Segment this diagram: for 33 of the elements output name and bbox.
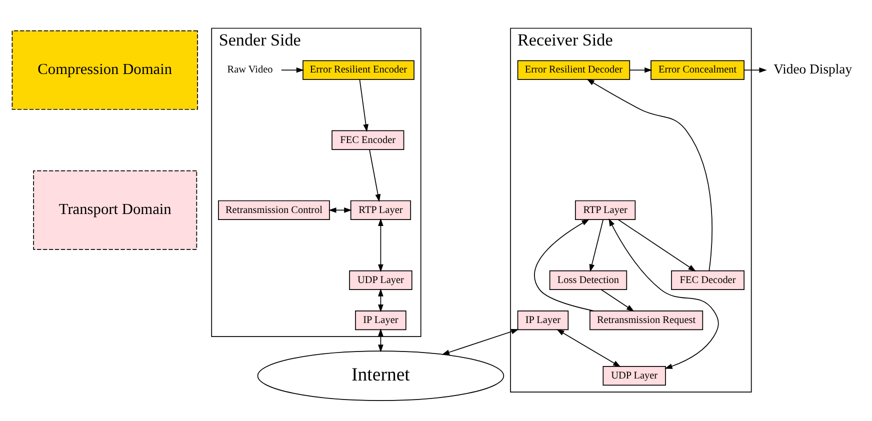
node-box: FEC Encoder: [332, 130, 404, 150]
node-box: Retransmission Request: [590, 310, 704, 330]
node-box: Transport Domain: [33, 170, 198, 250]
arrow: [534, 218, 594, 311]
node-box: UDP Layer: [602, 366, 666, 386]
node-text: Video Display: [774, 60, 852, 76]
arrow: [629, 66, 652, 72]
arrow: [608, 218, 719, 368]
arrow: [442, 328, 519, 354]
arrow: [589, 218, 604, 272]
node-box: Error Resilient Decoder: [517, 60, 630, 80]
node-box: Retransmission Control: [218, 200, 330, 220]
arrow: [556, 328, 621, 366]
arrow: [744, 66, 767, 72]
node-box: Error Resilient Encoder: [302, 60, 414, 80]
arrow: [586, 78, 712, 270]
node-box: Error Concealment: [650, 60, 744, 80]
node-text: Raw Video: [227, 64, 273, 76]
node-box: Loss Detection: [549, 270, 628, 290]
node-box: UDP Layer: [349, 270, 412, 290]
arrow: [359, 78, 368, 132]
node-box: IP Layer: [517, 310, 569, 330]
node-box: RTP Layer: [350, 200, 412, 220]
node-box: FEC Decoder: [671, 270, 744, 290]
arrow: [378, 218, 384, 272]
node-box: RTP Layer: [574, 200, 636, 220]
arrow: [600, 288, 634, 311]
node-box: IP Layer: [355, 310, 406, 330]
arrow: [618, 218, 696, 271]
node-box: Compression Domain: [12, 30, 198, 110]
arrow: [280, 66, 304, 72]
arrow: [369, 148, 381, 202]
arrow: [328, 206, 352, 212]
